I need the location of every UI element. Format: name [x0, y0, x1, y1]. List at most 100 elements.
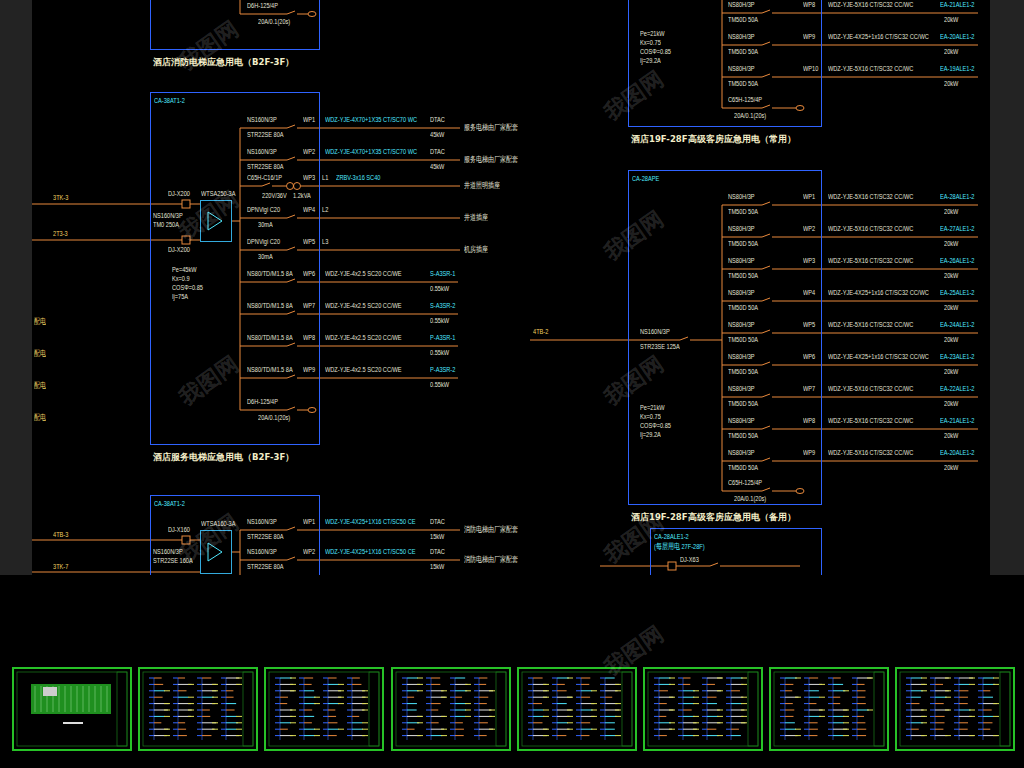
thumb-line	[328, 716, 336, 717]
thumb-line	[426, 684, 431, 685]
spec-text: 20kW	[944, 432, 958, 440]
thumb-line	[726, 697, 731, 698]
wire-line	[690, 340, 722, 341]
wire-line	[772, 301, 978, 302]
thumb-line	[431, 722, 439, 723]
thumb-line	[945, 697, 951, 698]
table-line	[77, 686, 78, 712]
spec-text: WP3	[303, 174, 315, 182]
thumb-line	[978, 678, 983, 679]
thumb-line	[828, 690, 833, 691]
thumb-line	[906, 710, 911, 711]
thumb-bus	[911, 678, 912, 740]
thumb-line	[431, 710, 438, 711]
thumb-line	[726, 729, 731, 730]
thumb-line	[678, 697, 683, 698]
transformer-symbol	[287, 183, 294, 190]
wire-line	[720, 566, 800, 567]
thumb-line	[304, 690, 314, 691]
thumb-line	[314, 697, 320, 698]
thumb-bus	[833, 678, 834, 740]
spec-text: TM50D 50A	[728, 208, 758, 216]
breaker-symbol	[710, 563, 718, 566]
thumb-line	[978, 722, 983, 723]
thumb-line	[338, 703, 344, 704]
thumb-bus	[857, 678, 858, 740]
thumb-line	[328, 678, 337, 679]
thumb-line	[819, 716, 825, 717]
thumb-line	[275, 716, 280, 717]
thumb-line	[557, 735, 566, 736]
thumb-line	[567, 729, 573, 730]
thumb-line	[707, 684, 715, 685]
thumb-line	[804, 735, 809, 736]
thumb-line	[299, 716, 304, 717]
spec-text: DTAC	[430, 518, 445, 526]
circuit-name: WDZ-YJE-4X25+1X16 CT/SC50 CE	[325, 548, 416, 556]
thumb-line	[605, 729, 615, 730]
thumb-line	[236, 716, 242, 717]
panel-caption: 酒店19F-28F高级客房应急用电（备用）	[631, 512, 796, 522]
thumb-line	[347, 716, 352, 717]
thumbnail	[392, 668, 510, 750]
spec-text: NS80/TD/M1.5 8A	[247, 366, 293, 374]
thumb-line	[591, 710, 597, 711]
thumb-line	[867, 678, 873, 679]
thumb-line	[221, 690, 226, 691]
thumb-line	[780, 716, 785, 717]
thumb-line	[591, 690, 597, 691]
thumb-line	[857, 697, 865, 698]
wire-line	[301, 186, 460, 187]
thumb-line	[828, 735, 833, 736]
title-block	[117, 672, 127, 746]
thumb-line	[785, 703, 793, 704]
thumb-line	[417, 722, 423, 723]
spec-text: DTAC	[430, 548, 445, 556]
wire-line	[240, 218, 287, 219]
title-block	[622, 672, 632, 746]
spec-text: STR22SE 160A	[153, 557, 193, 565]
panel-heading: CA-28APE	[632, 175, 659, 183]
thumb-line	[173, 684, 178, 685]
thumb-line	[290, 716, 296, 717]
thumb-line	[591, 703, 597, 704]
thumb-line	[450, 710, 455, 711]
thumb-line	[280, 703, 287, 704]
thumb-line	[741, 697, 747, 698]
thumb-line	[930, 710, 935, 711]
spec-text: 机房插座	[464, 246, 488, 254]
thumb-line	[441, 716, 447, 717]
thumb-line	[867, 710, 873, 711]
thumb-line	[552, 678, 557, 679]
thumb-line	[576, 697, 581, 698]
thumb-line	[299, 703, 304, 704]
table-line	[107, 686, 108, 712]
spec-text: WP1	[303, 116, 315, 124]
spec-text: WDZ-YJE-5X16 CT/SC32 CC/WC	[828, 257, 913, 265]
spec-text: 15kW	[430, 563, 444, 571]
spec-text: NS160N/3P	[247, 116, 277, 124]
thumb-line	[417, 690, 423, 691]
wire-line	[722, 397, 762, 398]
thumb-line	[959, 684, 969, 685]
thumb-bus	[731, 678, 732, 740]
thumb-line	[906, 684, 911, 685]
thumb-line	[543, 735, 549, 736]
thumb-line	[809, 735, 817, 736]
wire-line	[240, 160, 287, 161]
thumb-line	[581, 710, 593, 711]
spec-text: 0.55kW	[430, 349, 449, 357]
thumb-line	[717, 678, 723, 679]
table-line	[41, 686, 42, 712]
thumb-line	[362, 710, 368, 711]
thumb-line	[402, 678, 407, 679]
thumb-line	[702, 690, 707, 691]
thumb-line	[804, 729, 809, 730]
wire-line	[240, 530, 287, 531]
spec-text: NS160N/3P	[153, 212, 183, 220]
thumb-line	[654, 716, 659, 717]
thumbnail-border	[143, 672, 253, 746]
thumb-line	[669, 678, 675, 679]
thumb-line	[328, 735, 337, 736]
spec-text: WDZ-YJE-5X16 CT/SC32 CC/WC	[828, 417, 913, 425]
